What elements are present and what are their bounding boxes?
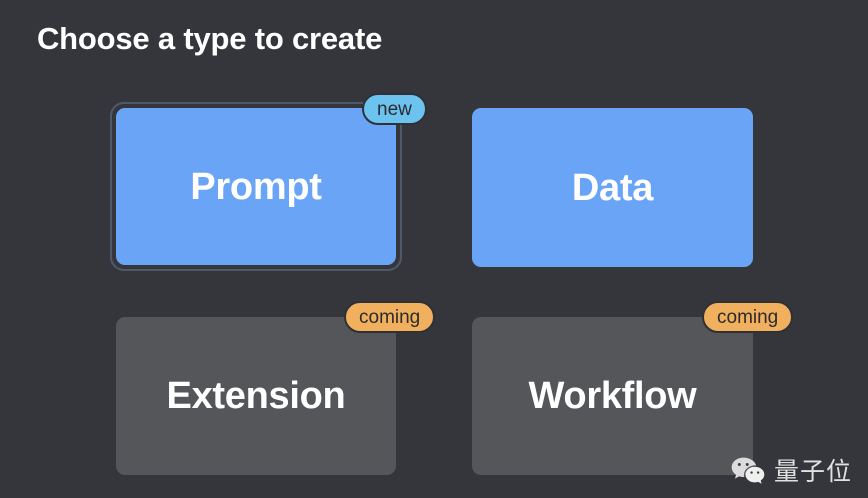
watermark: 量子位 <box>731 456 852 486</box>
badge-new: new <box>362 93 427 125</box>
card-workflow-label: Workflow <box>528 375 697 417</box>
card-workflow[interactable]: Workflow <box>472 317 753 475</box>
card-extension[interactable]: Extension <box>116 317 396 475</box>
badge-coming-extension: coming <box>344 301 436 333</box>
badge-coming-workflow: coming <box>702 301 794 333</box>
watermark-text: 量子位 <box>773 456 852 486</box>
card-data-label: Data <box>571 166 654 209</box>
card-prompt-label: Prompt <box>190 165 322 208</box>
wechat-icon <box>731 457 765 484</box>
card-data[interactable]: Data <box>472 108 753 267</box>
page-title: Choose a type to create <box>37 21 383 56</box>
card-extension-label: Extension <box>166 375 346 417</box>
card-prompt[interactable]: Prompt <box>110 102 402 271</box>
